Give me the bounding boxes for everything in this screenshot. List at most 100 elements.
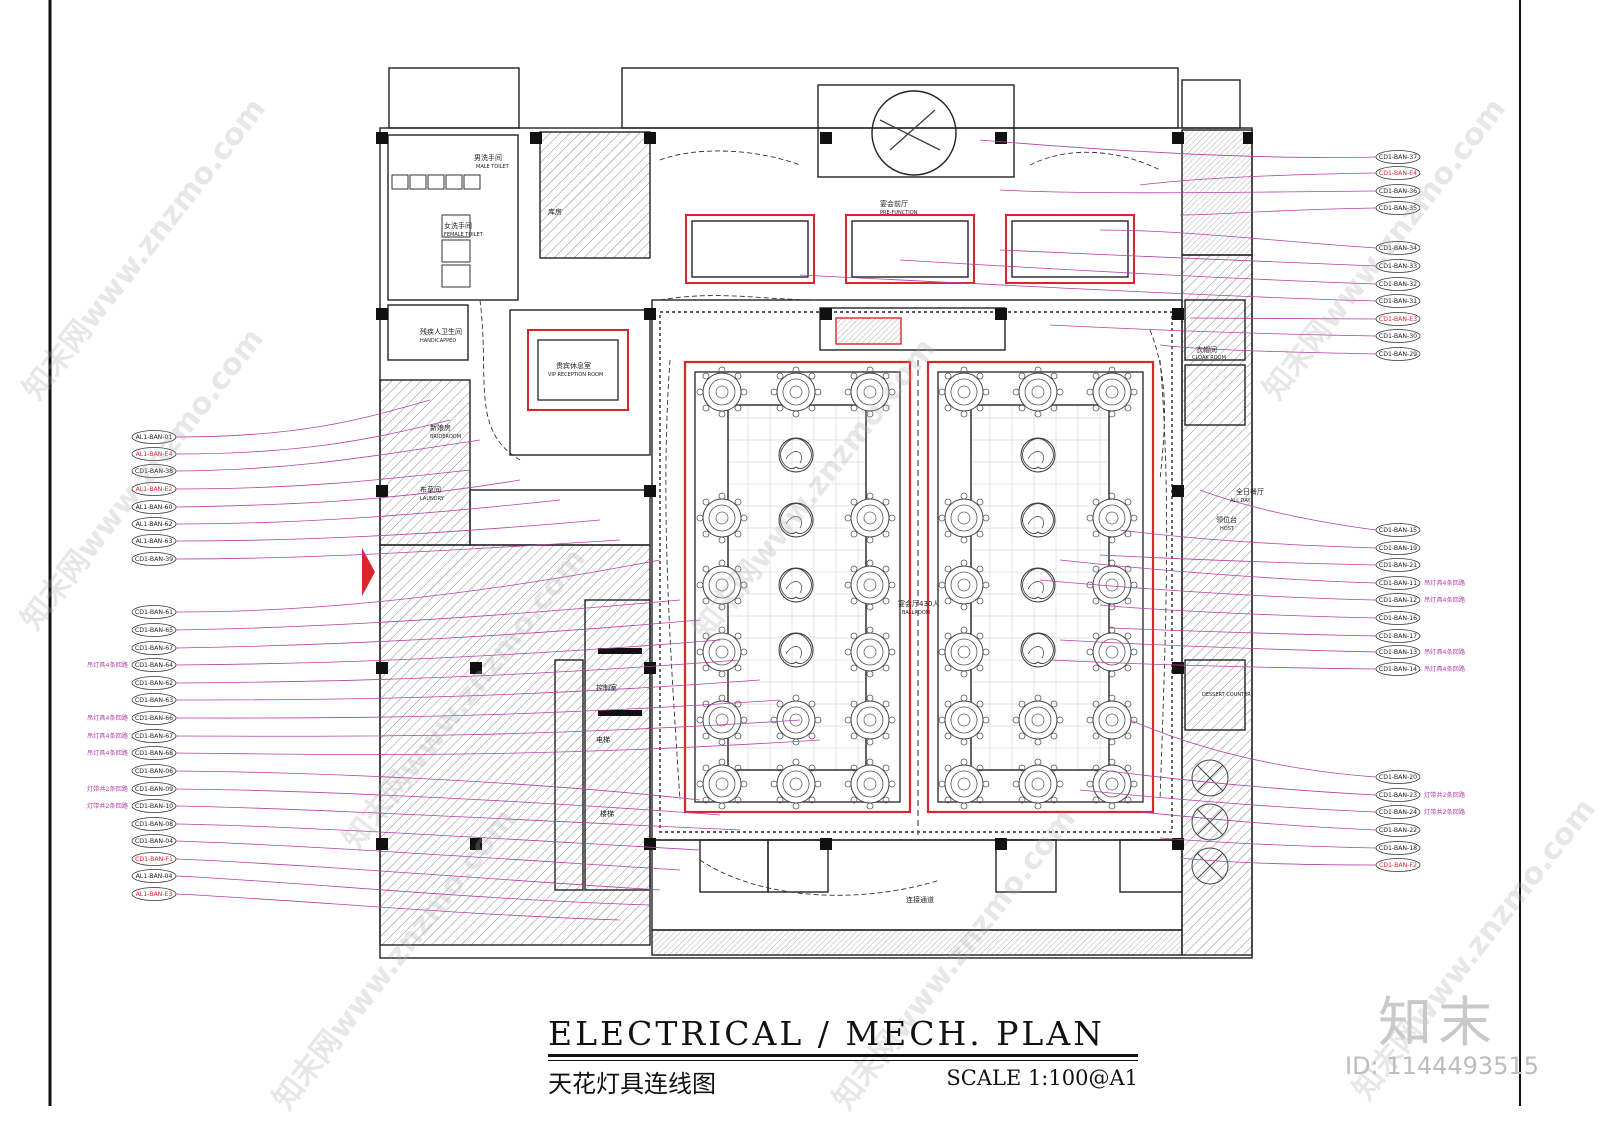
circuit-tag-oval [1375,841,1421,855]
circuit-tag-oval [131,782,177,796]
circuit-tag-oval [131,799,177,813]
circuit-tag: CD1-BAN-18 [1375,841,1421,855]
circuit-tag-oval [131,482,177,496]
circuit-tag-label: CD1-BAN-66 [135,715,173,722]
circuit-tag-label: AL1-BAN-E3 [136,891,173,898]
circuit-tag-note: 灯带共2条回路 [87,802,129,810]
circuit-tag-label: CD1-BAN-67 [135,645,173,652]
circuit-tag-oval [131,852,177,866]
circuit-tag-label: CD1-BAN-65 [135,627,173,634]
circuit-tag-label: CD1-BAN-30 [1379,333,1417,340]
room-label-cloak-en: CLOAK ROOM [1192,355,1226,361]
circuit-tag-oval [1375,277,1421,291]
circuit-tag-label: CD1-BAN-13 [1379,649,1417,656]
circuit-tag: CD1-BAN-F2 [1375,858,1421,872]
circuit-tag-oval [1375,541,1421,555]
circuit-tag-oval [131,534,177,548]
circuit-tag-label: CD1-BAN-10 [135,803,173,810]
circuit-tag: CD1-BAN-E4 [1375,166,1421,180]
circuit-tag: CD1-BAN-37 [1375,150,1421,164]
circuit-tag: CD1-BAN-68 吊灯具4条回路 [87,746,177,760]
circuit-tag-oval [131,623,177,637]
circuit-tag-oval [1375,166,1421,180]
circuit-tag-oval [131,552,177,566]
circuit-tag: CD1-BAN-38 [131,464,177,478]
circuit-tag-label: CD1-BAN-E3 [1379,316,1417,323]
circuit-tag-label: CD1-BAN-31 [1379,298,1417,305]
circuit-tag: AL1-BAN-60 [131,500,177,514]
circuit-tag-label: CD1-BAN-29 [1379,351,1417,358]
drawing-scale: SCALE 1:100@A1 [946,1066,1138,1090]
circuit-tag: CD1-BAN-22 [1375,823,1421,837]
title-rule [548,1054,1138,1057]
room-label-male-toilet: 男洗手间 [474,153,502,162]
circuit-tag-oval [1375,523,1421,537]
circuit-tag: CD1-BAN-65 [131,623,177,637]
circuit-tag: CD1-BAN-04 [131,834,177,848]
room-label-male-toilet-en: MALE TOILET [476,164,510,170]
circuit-tag-label: CD1-BAN-37 [1379,154,1417,161]
entrance-arrow-icon [362,548,375,596]
circuit-tag-oval [1375,611,1421,625]
circuit-tag-label: AL1-BAN-60 [136,504,173,511]
room-label-laundry: 布草间 [420,485,441,494]
circuit-tag-note: 吊灯具4条回路 [1424,665,1466,673]
circuit-tag-note: 吊灯具4条回路 [1424,579,1466,587]
circuit-tag-note: 吊灯具4条回路 [87,714,129,722]
circuit-tag-label: CD1-BAN-61 [135,609,173,616]
circuit-tag-label: CD1-BAN-34 [1379,245,1417,252]
circuit-tag: CD1-BAN-17 [1375,629,1421,643]
circuit-tag-label: CD1-BAN-18 [1379,845,1417,852]
brand-id: ID: 1144493515 [1345,1052,1539,1080]
circuit-tag-oval [1375,788,1421,802]
circuit-tag: CD1-BAN-08 [131,817,177,831]
circuit-tag-oval [1375,645,1421,659]
circuit-tag-oval [131,693,177,707]
circuit-tag-label: CD1-BAN-68 [135,750,173,757]
circuit-tag-oval [1375,241,1421,255]
circuit-tag: CD1-BAN-29 [1375,347,1421,361]
circuit-tag-note: 吊灯具4条回路 [87,732,129,740]
left-circuit-tags: AL1-BAN-01AL1-BAN-E4CD1-BAN-38AL1-BAN-E2… [87,430,177,901]
room-label-female-toilet: 女洗手间 [444,221,472,230]
circuit-tag: CD1-BAN-67 [131,641,177,655]
room-label-ballroom-en: BALLROOM [902,610,930,616]
circuit-tag: CD1-BAN-33 [1375,259,1421,273]
circuit-tag: CD1-BAN-F1 [131,852,177,866]
circuit-tag-note: 灯带共2条回路 [1424,808,1466,816]
circuit-tag-note: 吊灯具4条回路 [1424,596,1466,604]
circuit-tag-note: 吊灯具4条回路 [87,749,129,757]
circuit-tag-label: CD1-BAN-21 [1379,562,1417,569]
circuit-tag: AL1-BAN-04 [131,869,177,883]
circuit-tag-label: CD1-BAN-09 [135,786,173,793]
room-label-all-day-en: ALL DAY [1230,498,1251,504]
circuit-tag: AL1-BAN-E3 [131,887,177,901]
room-label-vip-en: VIP RECEPTION ROOM [548,372,603,378]
circuit-tag-label: CD1-BAN-20 [1379,774,1417,781]
circuit-tag: AL1-BAN-E2 [131,482,177,496]
circuit-tag: CD1-BAN-35 [1375,201,1421,215]
room-label-storage: 库房 [548,207,562,216]
room-label-pre-function: 宴会前厅 [880,199,908,208]
circuit-tag: CD1-BAN-19 [1375,541,1421,555]
circuit-tag-oval [131,676,177,690]
title-rule [548,1060,1138,1061]
room-label-bride: 新娘房 [430,423,451,432]
brand-logo: 知末 [1378,991,1498,1054]
circuit-tag: CD1-BAN-30 [1375,329,1421,343]
circuit-tag-label: CD1-BAN-11 [1379,580,1417,587]
circuit-tag: CD1-BAN-20 [1375,770,1421,784]
room-label-dessert: DESSERT COUNTER [1202,692,1251,698]
circuit-tag-label: AL1-BAN-04 [136,873,173,880]
circuit-tag-oval [1375,858,1421,872]
circuit-tag-label: CD1-BAN-04 [135,838,173,845]
circuit-tag-oval [131,500,177,514]
circuit-tag: CD1-BAN-11 吊灯具4条回路 [1375,576,1466,590]
circuit-tag-oval [1375,259,1421,273]
room-label-laundry-en: LAUNDRY [420,496,445,502]
circuit-tag-note: 吊灯具4条回路 [1424,648,1466,656]
circuit-tag: CD1-BAN-06 [131,764,177,778]
circuit-tag-oval [1375,823,1421,837]
